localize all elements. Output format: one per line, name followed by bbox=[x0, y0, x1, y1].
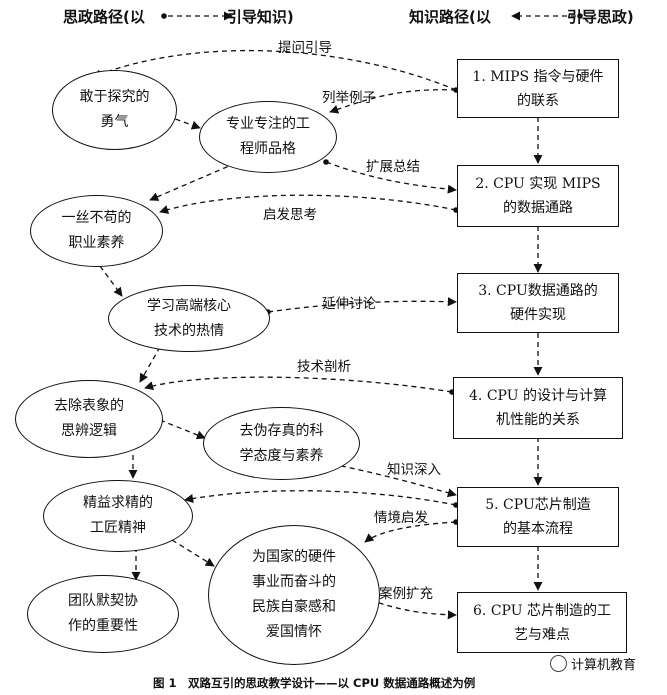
node-courage-to-explore: 敢于探究的勇气 bbox=[52, 70, 177, 150]
watermark: 计算机教育 bbox=[550, 654, 636, 673]
node-line: 思辨逻辑 bbox=[61, 423, 117, 439]
node-mips-instruction-hardware: 1. MIPS 指令与硬件的联系 bbox=[457, 59, 619, 118]
node-line: 民族自豪感和 bbox=[252, 599, 336, 615]
edge-k5-e8 bbox=[364, 521, 457, 543]
node-line: 为国家的硬件 bbox=[252, 549, 336, 565]
edge-e7-e8 bbox=[171, 539, 215, 567]
edge-e2-e3 bbox=[149, 162, 237, 201]
node-line: 6. CPU 芯片制造的工 bbox=[473, 602, 611, 619]
edge-e8-k6 bbox=[369, 599, 457, 620]
node-line: 5. CPU芯片制造 bbox=[485, 497, 591, 513]
node-line: 爱国情怀 bbox=[266, 624, 322, 640]
header-ideology-path: 思政路径(以 引导知识) bbox=[63, 6, 294, 27]
watermark-text: 计算机教育 bbox=[571, 658, 637, 673]
node-line: 团队默契协 bbox=[68, 593, 138, 609]
edge-k4-e5 bbox=[144, 376, 453, 393]
node-craftsman-spirit: 精益求精的工匠精神 bbox=[43, 480, 193, 552]
link-label-question-guide: 提问引导 bbox=[278, 40, 332, 56]
node-line: 精益求精的 bbox=[83, 495, 153, 511]
node-line: 的基本流程 bbox=[503, 521, 573, 537]
header-knowledge-text: 知识路径(以 bbox=[409, 8, 491, 26]
node-line: 技术的热情 bbox=[154, 322, 224, 339]
link-label-examples: 列举例子 bbox=[322, 90, 376, 106]
edge-k2-e3 bbox=[159, 194, 457, 214]
node-line: 职业素养 bbox=[68, 235, 125, 251]
node-line: 4. CPU 的设计与计算 bbox=[469, 388, 607, 404]
node-line: 程师品格 bbox=[240, 141, 296, 157]
edge-e1-e2 bbox=[166, 115, 201, 130]
node-line: 勇气 bbox=[100, 114, 129, 130]
node-line: 事业而奋斗的 bbox=[252, 574, 336, 590]
node-line: 学态度与素养 bbox=[239, 447, 324, 464]
link-label-situational: 情境启发 bbox=[374, 510, 428, 526]
node-engineer-character: 专业专注的工程师品格 bbox=[199, 101, 337, 173]
link-label-deepen-knowledge: 知识深入 bbox=[387, 462, 441, 478]
edge-e6-k5 bbox=[331, 463, 457, 498]
link-label-case-expansion: 案例扩充 bbox=[379, 586, 433, 602]
node-cpu-design-performance: 4. CPU 的设计与计算机性能的关系 bbox=[453, 377, 623, 439]
node-line: 一丝不苟的 bbox=[61, 210, 132, 226]
link-label-summary: 扩展总结 bbox=[366, 159, 420, 175]
node-line: 硬件实现 bbox=[510, 307, 566, 323]
edge-e2-k2 bbox=[325, 161, 457, 194]
link-label-tech-analysis: 技术剖析 bbox=[297, 359, 351, 375]
edge-e4-k3 bbox=[267, 297, 457, 313]
header-knowledge-tail: 引导思政) bbox=[566, 8, 634, 26]
node-line: 3. CPU数据通路的 bbox=[478, 283, 598, 299]
node-chip-manufacturing-flow: 5. CPU芯片制造的基本流程 bbox=[457, 487, 619, 547]
header-knowledge-path: 知识路径(以 引导思政) bbox=[409, 6, 634, 27]
node-line: 艺与难点 bbox=[513, 626, 570, 643]
node-line: 学习高端核心 bbox=[147, 297, 231, 314]
edge-e5-e6 bbox=[159, 419, 206, 440]
node-line: 的数据通路 bbox=[503, 200, 573, 216]
node-line: 作的重要性 bbox=[68, 618, 138, 634]
edge-k1-e1 bbox=[92, 49, 457, 91]
edge-dot-e2 bbox=[323, 159, 329, 165]
node-line: 去除表象的 bbox=[54, 398, 124, 414]
node-line: 2. CPU 实现 MIPS bbox=[475, 176, 601, 192]
node-professionalism: 一丝不苟的职业素养 bbox=[30, 195, 163, 267]
node-scientific-attitude: 去伪存真的科学态度与素养 bbox=[203, 407, 360, 480]
node-line: 工匠精神 bbox=[90, 520, 146, 536]
edge-e3-e4 bbox=[99, 265, 123, 297]
node-line: 去伪存真的科 bbox=[239, 422, 324, 439]
node-chip-process-difficulty: 6. CPU 芯片制造的工艺与难点 bbox=[457, 592, 627, 653]
link-label-extended-discussion: 延伸讨论 bbox=[322, 296, 376, 312]
figure-caption: 图 1 双路互引的思政教学设计——以 CPU 数据通路概述为例 bbox=[153, 676, 476, 690]
node-datapath-hardware: 3. CPU数据通路的硬件实现 bbox=[457, 273, 619, 333]
edge-e4-e5 bbox=[139, 346, 161, 383]
node-line: 机性能的关系 bbox=[495, 412, 580, 428]
node-passion-core-tech: 学习高端核心技术的热情 bbox=[108, 285, 270, 352]
header-ideology-tail: 引导知识) bbox=[226, 8, 294, 26]
node-line: 的联系 bbox=[516, 92, 559, 109]
link-label-inspire-thought: 启发思考 bbox=[263, 207, 317, 223]
legend-dot-ideology bbox=[161, 13, 167, 19]
node-cpu-mips-datapath: 2. CPU 实现 MIPS 的数据通路 bbox=[457, 165, 619, 227]
node-critical-thinking: 去除表象的思辨逻辑 bbox=[15, 380, 163, 458]
node-patriotism: 为国家的硬件事业而奋斗的民族自豪感和爱国情怀 bbox=[208, 525, 380, 665]
node-teamwork: 团队默契协作的重要性 bbox=[27, 575, 179, 653]
wechat-icon bbox=[550, 655, 567, 672]
node-line: 专业专注的工 bbox=[226, 116, 310, 132]
node-line: 敢于探究的 bbox=[79, 89, 150, 105]
edge-k5-e7 bbox=[184, 490, 457, 506]
legend-dot-knowledge bbox=[577, 13, 583, 19]
header-ideology-text: 思政路径(以 bbox=[63, 8, 145, 26]
node-line: 1. MIPS 指令与硬件 bbox=[472, 68, 604, 85]
